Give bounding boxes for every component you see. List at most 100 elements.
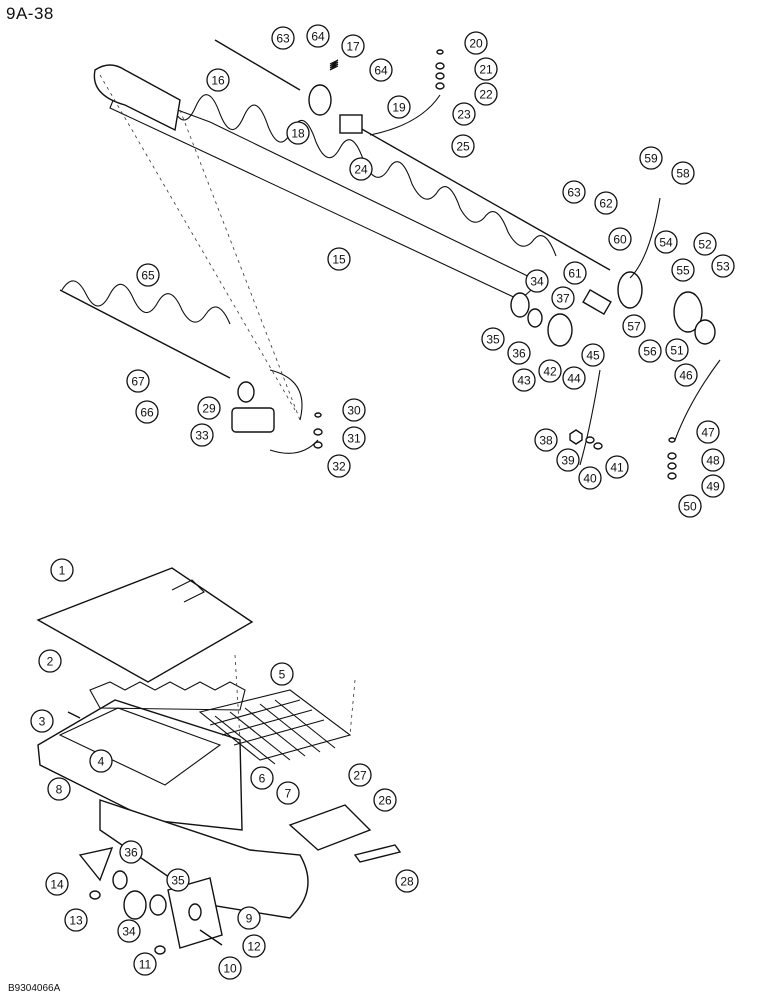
callout-label: 24 bbox=[354, 163, 368, 177]
auger-end-taper bbox=[93, 64, 181, 132]
hub-37 bbox=[582, 288, 612, 316]
callout-7: 7 bbox=[276, 781, 300, 805]
callout-circle bbox=[327, 247, 351, 271]
callout-circle bbox=[286, 121, 310, 145]
callout-11: 11 bbox=[133, 952, 157, 976]
callout-20: 20 bbox=[464, 31, 488, 55]
callout-label: 1 bbox=[59, 564, 66, 578]
callout-circle bbox=[534, 428, 558, 452]
callout-label: 27 bbox=[353, 769, 367, 783]
callout-label: 60 bbox=[613, 233, 627, 247]
callout-50: 50 bbox=[678, 494, 702, 518]
shaft-16 bbox=[214, 39, 301, 91]
callout-47: 47 bbox=[696, 420, 720, 444]
callout-circle bbox=[242, 934, 266, 958]
callout-circle bbox=[206, 68, 230, 92]
callout-label: 63 bbox=[567, 186, 581, 200]
callout-18: 18 bbox=[286, 121, 310, 145]
callout-label: 44 bbox=[567, 372, 581, 386]
callout-48: 48 bbox=[701, 448, 725, 472]
callout-circle bbox=[38, 649, 62, 673]
figure-code: B9304066A bbox=[8, 983, 61, 994]
callout-circle bbox=[525, 269, 549, 293]
callout-27: 27 bbox=[348, 763, 372, 787]
callout-circle bbox=[605, 455, 629, 479]
callout-12: 12 bbox=[242, 934, 266, 958]
callout-label: 41 bbox=[610, 461, 624, 475]
washer-stack-upper bbox=[435, 49, 445, 90]
sprocket-44 bbox=[547, 313, 573, 347]
callout-63: 63 bbox=[562, 180, 586, 204]
callout-circle bbox=[474, 82, 498, 106]
nut-13 bbox=[89, 890, 101, 900]
callout-label: 33 bbox=[195, 429, 209, 443]
callout-circle bbox=[474, 57, 498, 81]
callout-62: 62 bbox=[594, 191, 618, 215]
callout-circle bbox=[45, 872, 69, 896]
callout-label: 58 bbox=[676, 167, 690, 181]
callout-label: 59 bbox=[644, 152, 658, 166]
callout-label: 31 bbox=[347, 432, 361, 446]
callout-circle bbox=[556, 448, 580, 472]
callout-circle bbox=[373, 788, 397, 812]
callout-label: 50 bbox=[683, 500, 697, 514]
callout-label: 62 bbox=[599, 197, 613, 211]
callout-circle bbox=[190, 423, 214, 447]
callout-circle bbox=[594, 191, 618, 215]
callout-label: 34 bbox=[122, 925, 136, 939]
callout-65: 65 bbox=[136, 263, 160, 287]
callout-49: 49 bbox=[701, 474, 725, 498]
callout-circle bbox=[306, 24, 330, 48]
callout-circle bbox=[654, 230, 678, 254]
callout-label: 64 bbox=[374, 64, 388, 78]
nut-11 bbox=[154, 945, 166, 955]
callout-circle bbox=[50, 558, 74, 582]
collar-36-lower bbox=[112, 870, 128, 890]
callout-36: 36 bbox=[119, 840, 143, 864]
callout-label: 32 bbox=[332, 460, 346, 474]
callout-circle bbox=[197, 396, 221, 420]
callout-58: 58 bbox=[671, 161, 695, 185]
callout-circle bbox=[562, 180, 586, 204]
callout-35: 35 bbox=[481, 327, 505, 351]
callout-label: 13 bbox=[69, 914, 83, 928]
callout-label: 19 bbox=[392, 101, 406, 115]
callout-circle bbox=[237, 906, 261, 930]
callout-circle bbox=[451, 134, 475, 158]
callout-label: 61 bbox=[568, 267, 582, 281]
washer-stack-30-32 bbox=[313, 412, 323, 449]
callout-label: 36 bbox=[512, 347, 526, 361]
callout-label: 49 bbox=[706, 480, 720, 494]
callout-66: 66 bbox=[135, 400, 159, 424]
callout-circle bbox=[674, 363, 698, 387]
callout-4: 4 bbox=[89, 749, 113, 773]
collar-34 bbox=[510, 292, 530, 318]
callout-label: 2 bbox=[47, 655, 54, 669]
callout-label: 35 bbox=[486, 333, 500, 347]
callout-label: 63 bbox=[276, 32, 290, 46]
callout-51: 51 bbox=[665, 338, 689, 362]
callout-circle bbox=[578, 466, 602, 490]
callout-label: 54 bbox=[659, 236, 673, 250]
callout-circle bbox=[64, 908, 88, 932]
callout-label: 66 bbox=[140, 406, 154, 420]
callout-label: 22 bbox=[479, 88, 493, 102]
callout-3: 3 bbox=[30, 709, 54, 733]
callout-circle bbox=[30, 709, 54, 733]
callout-30: 30 bbox=[342, 398, 366, 422]
callout-57: 57 bbox=[622, 314, 646, 338]
callout-label: 39 bbox=[561, 454, 575, 468]
callout-label: 48 bbox=[706, 454, 720, 468]
callout-39: 39 bbox=[556, 448, 580, 472]
callout-label: 34 bbox=[530, 275, 544, 289]
callout-label: 15 bbox=[332, 253, 346, 267]
callout-44: 44 bbox=[562, 366, 586, 390]
callout-28: 28 bbox=[395, 869, 419, 893]
callout-circle bbox=[452, 102, 476, 126]
callout-label: 14 bbox=[50, 878, 64, 892]
callout-circle bbox=[133, 952, 157, 976]
callout-circle bbox=[270, 662, 294, 686]
callout-35: 35 bbox=[166, 868, 190, 892]
sprocket-55 bbox=[673, 291, 703, 333]
